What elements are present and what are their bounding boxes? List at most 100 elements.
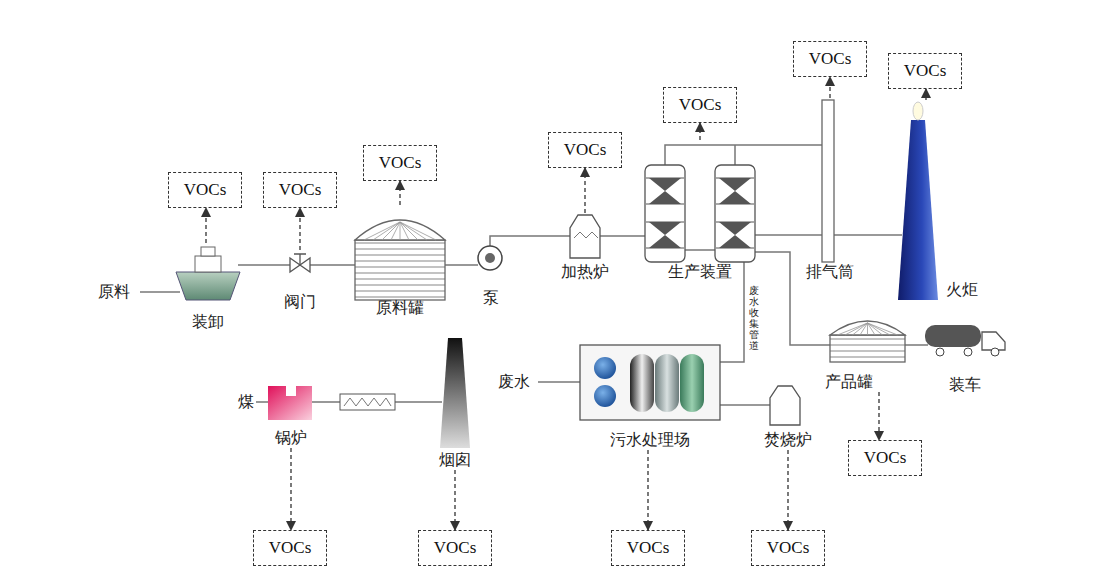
tank-icon-part [400,222,401,240]
equipment-unit: 焚烧炉 [760,383,816,450]
incinerator-icon-part [770,386,800,425]
equipment-unit: 烟囱 [430,338,480,470]
wastewater-plant-icon-part [594,357,616,379]
equipment-unit: 原料罐 [355,205,445,318]
process-pipes-part [905,344,928,346]
chimney-icon-part [440,338,470,448]
column-icon-part [649,222,681,248]
emission-arrow [787,450,788,530]
tank-icon-part [868,323,891,335]
tank-icon-part [868,323,883,335]
emission-arrow [290,448,291,530]
equipment-label: 焚烧炉 [760,430,816,450]
emission-arrow [454,470,455,530]
wastewater-plant-icon-part [630,354,654,412]
input-label: 原料 [98,282,130,302]
equipment-label: 原料罐 [355,298,445,318]
tank-icon-part [838,323,868,335]
emission-box: VOCs [418,530,492,566]
wastewater-plant-icon-part [655,354,679,412]
process-pipes-part [685,249,715,251]
equipment-unit: 装卸 [170,243,245,332]
valve-icon [290,254,310,272]
emission-box: VOCs [548,132,622,168]
emission-box: VOCs [848,440,922,476]
tank-icon-part [400,222,418,240]
emission-arrow [399,181,400,205]
flare-icon-part [913,102,923,120]
heater-icon-part [570,215,600,258]
tank-icon-part [355,240,445,300]
wastewater-plant-icon [580,345,720,420]
emission-box: VOCs [793,41,867,77]
boiler-icon-part [268,386,312,420]
pump-icon-part [478,246,502,270]
equipment-unit: 阀门 [280,250,320,312]
equipment-label: 火炬 [890,280,978,300]
column-icon-part [715,165,755,262]
emission-label: VOCs [279,180,322,200]
process-pipes-part [538,381,580,383]
boiler-icon [268,386,395,420]
tank-icon-part [867,323,868,335]
flare-icon [898,102,938,300]
equipment-label: 加热炉 [555,262,615,282]
tank-icon-part [860,323,868,335]
boiler-icon-part [340,394,395,410]
chimney-icon [440,338,470,448]
emission-box: VOCs [168,172,242,208]
emission-box: VOCs [263,172,337,208]
tank-icon-part [373,222,400,240]
ship-icon-part [195,256,221,272]
process-pipes [140,145,928,405]
equipment-label: 烟囱 [430,450,480,470]
equipment-unit: 泵 [470,236,512,308]
column-icon-part [645,165,685,262]
tank-icon-part [382,222,400,240]
equipment-unit: 锅炉 [262,383,320,448]
wastewater-plant-icon-part [680,354,704,412]
heater-icon-part [574,232,598,238]
process-pipes-part [140,291,180,293]
tank-icon-part [355,220,445,240]
tank-icon-part [845,323,868,335]
equipment-label: 污水处理场 [575,430,725,450]
stack-icon [822,100,834,262]
emission-box: VOCs [363,145,437,181]
emission-label: VOCs [269,538,312,558]
emission-arrow [925,89,926,100]
column-icon-part [649,178,681,204]
emission-label: VOCs [434,538,477,558]
equipment-label: 装车 [920,375,1010,395]
emission-label: VOCs [904,61,947,81]
truck-icon [925,325,1005,356]
equipment-unit: 火炬 [890,100,978,300]
equipment-label: 排气筒 [800,262,860,282]
tank-icon-part [830,335,905,362]
input-label: 废水 [498,372,530,392]
emission-box: VOCs [253,530,327,566]
emission-arrow [584,168,585,213]
emission-label: VOCs [184,180,227,200]
column-icon-part [646,222,684,248]
emission-arrow [829,77,830,98]
equipment-unit: 加热炉 [555,213,615,282]
process-pipes-part [665,145,822,165]
equipment-unit: 装车 [920,315,1010,395]
tank-icon-part [391,222,400,240]
process-pipes-part [720,404,770,406]
truck-icon-part [964,348,972,356]
emission-arrow [699,123,700,140]
equipment-label: 装卸 [170,312,245,332]
wastewater-plant-icon-part [594,385,616,407]
equipment-unit: 排气筒 [800,98,860,282]
equipment-label: 生产装置 [640,262,760,282]
emission-box: VOCs [663,87,737,123]
equipment-label: 锅炉 [262,428,320,448]
incinerator-icon [770,386,800,425]
emission-label: VOCs [864,448,907,468]
column-icon [645,165,755,262]
column-icon-part [716,222,754,248]
equipment-unit: 生产装置 [640,140,760,282]
